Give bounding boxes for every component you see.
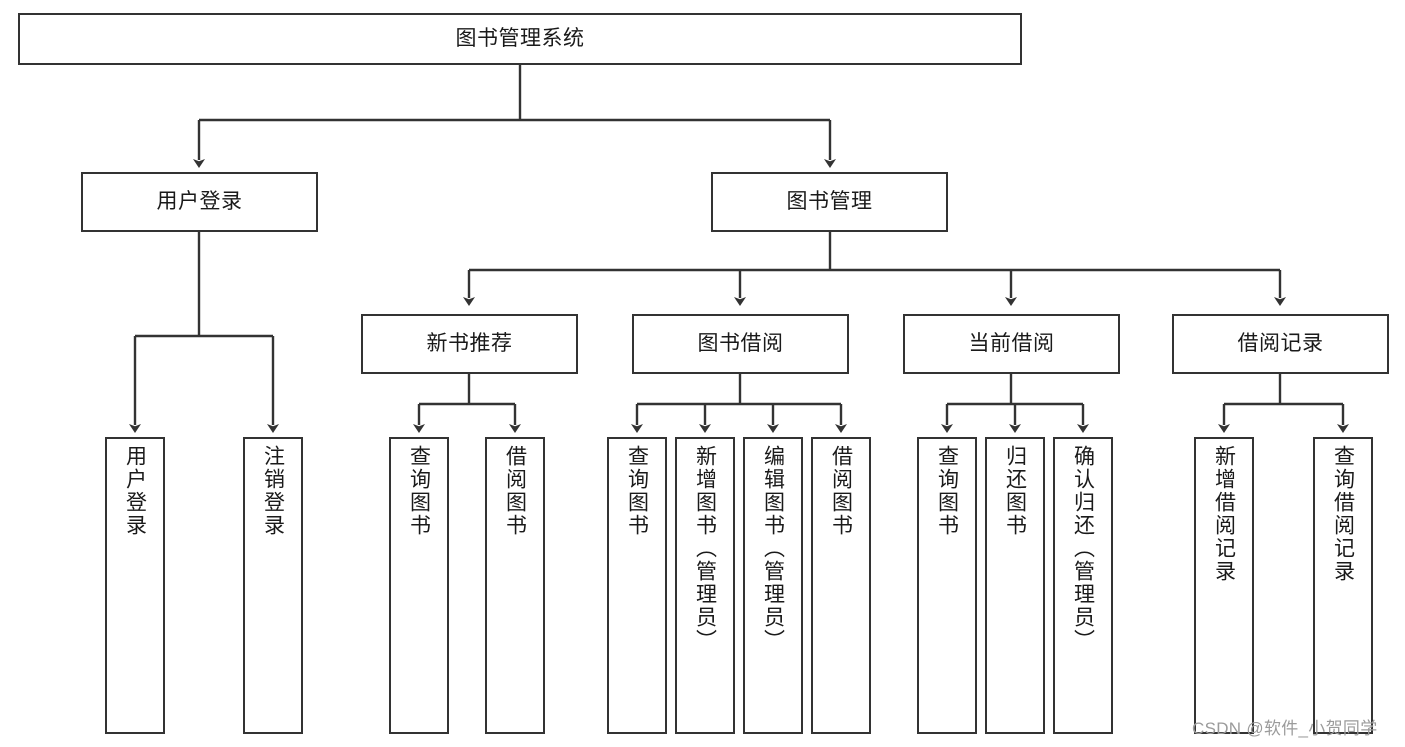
node-borrow-record[interactable]: 借阅记录	[1172, 314, 1389, 374]
node-user-login[interactable]: 用户登录	[81, 172, 318, 232]
node-label: 借阅图书	[829, 445, 853, 537]
leaf-book-borrow-edit-book-admin[interactable]: 编辑图书（管理员）	[743, 437, 803, 734]
node-label: 图书管理系统	[455, 26, 585, 50]
leaf-new-book-borrow-book[interactable]: 借阅图书	[485, 437, 545, 734]
leaf-book-borrow-borrow-book[interactable]: 借阅图书	[811, 437, 871, 734]
node-current-borrow[interactable]: 当前借阅	[903, 314, 1120, 374]
node-label: 用户登录	[156, 189, 243, 213]
node-label: 查询图书	[935, 445, 959, 537]
leaf-book-borrow-add-book-admin[interactable]: 新增图书（管理员）	[675, 437, 735, 734]
node-label: 图书借阅	[697, 331, 784, 355]
leaf-user-login-logout[interactable]: 注销登录	[243, 437, 303, 734]
node-label: 查询图书	[625, 445, 649, 537]
node-label: 借阅记录	[1237, 331, 1324, 355]
node-label: 查询借阅记录	[1331, 445, 1355, 583]
node-label: 当前借阅	[968, 331, 1055, 355]
node-label: 注销登录	[261, 445, 285, 537]
node-label: 图书管理	[786, 189, 873, 213]
leaf-current-borrow-return-book[interactable]: 归还图书	[985, 437, 1045, 734]
node-label: 新增图书（管理员）	[693, 445, 717, 652]
node-label: 新增借阅记录	[1212, 445, 1236, 583]
node-label: 编辑图书（管理员）	[761, 445, 785, 652]
leaf-borrow-record-query-record[interactable]: 查询借阅记录	[1313, 437, 1373, 734]
node-label: 查询图书	[407, 445, 431, 537]
node-label: 归还图书	[1003, 445, 1027, 537]
leaf-new-book-query-book[interactable]: 查询图书	[389, 437, 449, 734]
node-book-management[interactable]: 图书管理	[711, 172, 948, 232]
node-label: 借阅图书	[503, 445, 527, 537]
leaf-book-borrow-query-book[interactable]: 查询图书	[607, 437, 667, 734]
node-book-borrow[interactable]: 图书借阅	[632, 314, 849, 374]
node-label: 新书推荐	[426, 331, 513, 355]
leaf-borrow-record-add-record[interactable]: 新增借阅记录	[1194, 437, 1254, 734]
node-new-book-recommend[interactable]: 新书推荐	[361, 314, 578, 374]
node-label: 确认归还（管理员）	[1071, 445, 1095, 652]
node-root-book-management-system[interactable]: 图书管理系统	[18, 13, 1022, 65]
node-label: 用户登录	[123, 445, 147, 537]
leaf-user-login-login[interactable]: 用户登录	[105, 437, 165, 734]
leaf-current-borrow-query-book[interactable]: 查询图书	[917, 437, 977, 734]
csdn-watermark: CSDN @软件_小贺同学	[1192, 719, 1378, 738]
leaf-current-borrow-confirm-return-admin[interactable]: 确认归还（管理员）	[1053, 437, 1113, 734]
